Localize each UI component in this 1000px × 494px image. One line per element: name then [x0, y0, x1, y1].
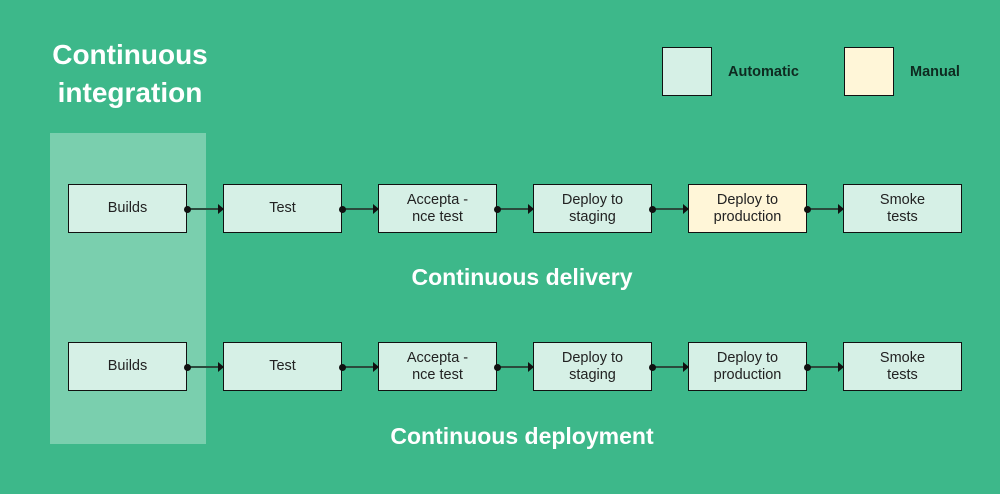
arrowhead-icon: [683, 362, 689, 372]
flow-arrow: [184, 362, 224, 372]
flow-arrow: [184, 204, 224, 214]
stage-box: Smoke tests: [843, 184, 962, 233]
stage-box: Accepta - nce test: [378, 342, 497, 391]
connector-dot: [494, 205, 501, 213]
continuous-integration-title: Continuous integration: [52, 39, 208, 108]
flow-arrow: [339, 204, 379, 214]
continuous-deployment-title: Continuous deployment: [390, 423, 654, 449]
legend-label-manual: Manual: [910, 64, 960, 80]
connector-dot: [339, 205, 346, 213]
flow-arrow: [804, 204, 844, 214]
connector-dot: [649, 205, 656, 213]
flow-arrow: [649, 204, 689, 214]
arrowhead-icon: [838, 204, 844, 214]
flow-arrow: [494, 362, 534, 372]
arrowhead-icon: [838, 362, 844, 372]
stage-box: Test: [223, 342, 342, 391]
legend-swatch-manual: [844, 47, 894, 96]
arrowhead-icon: [683, 204, 689, 214]
stage-box: Builds: [68, 342, 187, 391]
stage-box: Deploy to production: [688, 342, 807, 391]
arrowhead-icon: [528, 362, 534, 372]
flow-arrow: [804, 362, 844, 372]
connector-dot: [494, 363, 501, 371]
connector-dot: [184, 205, 191, 213]
flow-arrow: [494, 204, 534, 214]
arrowhead-icon: [373, 204, 379, 214]
stage-box: Deploy to staging: [533, 342, 652, 391]
stage-box: Deploy to production: [688, 184, 807, 233]
arrowhead-icon: [218, 204, 224, 214]
arrowhead-icon: [218, 362, 224, 372]
flow-arrow: [649, 362, 689, 372]
flow-arrow: [339, 362, 379, 372]
stage-box: Builds: [68, 184, 187, 233]
connector-dot: [649, 363, 656, 371]
legend-swatch-automatic: [662, 47, 712, 96]
continuous-delivery-title: Continuous delivery: [411, 264, 633, 290]
connector-dot: [339, 363, 346, 371]
legend-label-automatic: Automatic: [728, 64, 799, 80]
stage-box: Test: [223, 184, 342, 233]
connector-dot: [804, 363, 811, 371]
stage-box: Accepta - nce test: [378, 184, 497, 233]
connector-dot: [184, 363, 191, 371]
arrowhead-icon: [528, 204, 534, 214]
stage-box: Deploy to staging: [533, 184, 652, 233]
arrowhead-icon: [373, 362, 379, 372]
stage-box: Smoke tests: [843, 342, 962, 391]
connector-dot: [804, 205, 811, 213]
